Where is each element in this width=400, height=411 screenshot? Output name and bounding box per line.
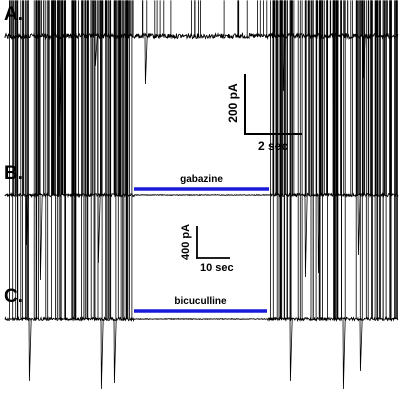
drug-label-bicuculline: bicuculline [174,296,227,307]
scale-x-label-a: 2 sec [258,139,289,153]
trace-panel-c [4,0,399,390]
trace-panel-b [4,0,399,281]
scale-x-label-b: 10 sec [200,262,234,274]
scale-y-label-b: 400 pA [180,223,192,261]
scale-bar-b [196,226,230,259]
panel-label-c: C. [4,286,23,307]
scale-y-label-a: 200 pA [226,83,240,123]
drug-label-gabazine: gabazine [180,174,223,185]
panel-label-b: B. [4,163,23,184]
scale-bar-a [244,74,302,135]
panel-label-a: A. [4,4,23,25]
